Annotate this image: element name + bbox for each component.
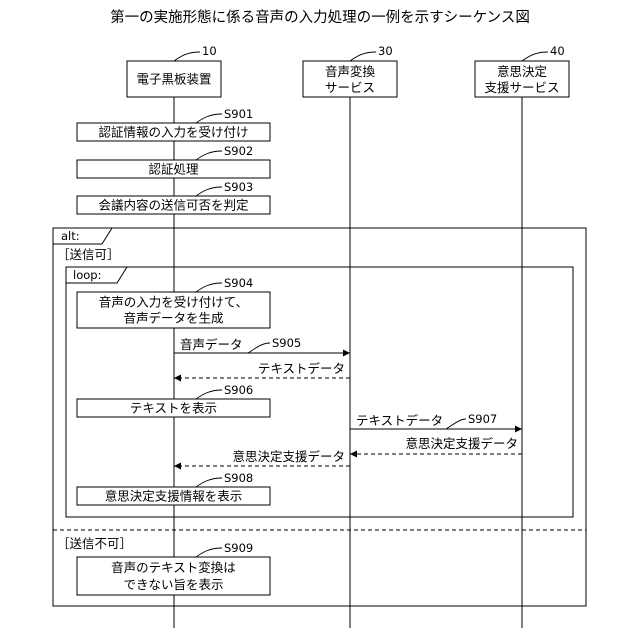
message-s905: 音声データ S905 bbox=[174, 336, 350, 353]
step-label-s909: S909 bbox=[224, 541, 253, 555]
message-s905-reply: テキストデータ bbox=[174, 361, 350, 378]
process-s901: 認証情報の入力を受け付け bbox=[98, 125, 248, 140]
step-label-s902: S902 bbox=[224, 144, 253, 158]
process-s908: 意思決定支援情報を表示 bbox=[105, 489, 243, 504]
step-leader-s909 bbox=[196, 548, 222, 557]
process-s909-line2: できない旨を表示 bbox=[123, 577, 223, 592]
step-label-s903: S903 bbox=[224, 180, 253, 194]
step-label-s901: S901 bbox=[224, 107, 253, 121]
participant-30-ref: 30 bbox=[378, 44, 393, 58]
step-leader-s903 bbox=[196, 187, 222, 196]
message-s907-reply2: 意思決定支援データ bbox=[174, 449, 350, 466]
step-leader-s907 bbox=[446, 419, 466, 429]
step-leader-s902 bbox=[196, 151, 222, 160]
process-s904-line1: 音声の入力を受け付けて、 bbox=[99, 295, 248, 310]
process-s904-line2: 音声データを生成 bbox=[123, 311, 223, 326]
participant-40-ref: 40 bbox=[550, 44, 565, 58]
participant-10: 電子黒板装置 10 bbox=[127, 44, 221, 97]
step-label-s907: S907 bbox=[468, 412, 497, 426]
participant-10-name: 電子黒板装置 bbox=[136, 72, 211, 87]
message-s907-label: テキストデータ bbox=[356, 413, 443, 428]
process-s909-line1: 音声のテキスト変換は bbox=[111, 560, 236, 575]
process-s902: 認証処理 bbox=[148, 162, 199, 177]
participant-30: 音声変換 サービス 30 bbox=[303, 44, 397, 97]
process-s906: テキストを表示 bbox=[130, 401, 217, 416]
alt-guard-send-allowed: ［送信可］ bbox=[57, 247, 120, 262]
ref-leader-30 bbox=[350, 52, 376, 61]
step-leader-s904 bbox=[196, 283, 222, 292]
message-s907-reply-label: 意思決定支援データ bbox=[405, 436, 518, 451]
loop-frame-label: loop: bbox=[73, 268, 101, 282]
alt-guard-send-denied: ［送信不可］ bbox=[57, 536, 132, 551]
step-label-s905: S905 bbox=[272, 336, 301, 350]
step-label-s904: S904 bbox=[224, 276, 253, 290]
process-s903: 会議内容の送信可否を判定 bbox=[98, 198, 248, 213]
step-leader-s908 bbox=[196, 478, 222, 487]
message-s907-reply: 意思決定支援データ bbox=[350, 436, 522, 454]
participant-40-name-line1: 意思決定 bbox=[497, 64, 547, 79]
step-leader-s905 bbox=[248, 343, 270, 353]
participant-30-name-line2: サービス bbox=[325, 80, 375, 95]
step-leader-s906 bbox=[196, 390, 222, 399]
participant-30-name-line1: 音声変換 bbox=[325, 64, 376, 79]
message-s905-label: 音声データ bbox=[180, 337, 243, 352]
step-leader-s901 bbox=[196, 114, 222, 123]
step-label-s908: S908 bbox=[224, 471, 253, 485]
participant-10-ref: 10 bbox=[202, 44, 217, 58]
message-s907-reply2-label: 意思決定支援データ bbox=[232, 449, 345, 464]
alt-frame-label: alt: bbox=[61, 229, 80, 243]
diagram-title: 第一の実施形態に係る音声の入力処理の一例を示すシーケンス図 bbox=[110, 8, 530, 26]
ref-leader-40 bbox=[522, 52, 548, 61]
ref-leader-10 bbox=[174, 52, 200, 61]
message-s905-reply-label: テキストデータ bbox=[258, 361, 345, 376]
message-s907: テキストデータ S907 bbox=[350, 412, 522, 429]
participant-40-name-line2: 支援サービス bbox=[484, 80, 559, 95]
participant-40: 意思決定 支援サービス 40 bbox=[475, 44, 569, 97]
step-label-s906: S906 bbox=[224, 383, 253, 397]
